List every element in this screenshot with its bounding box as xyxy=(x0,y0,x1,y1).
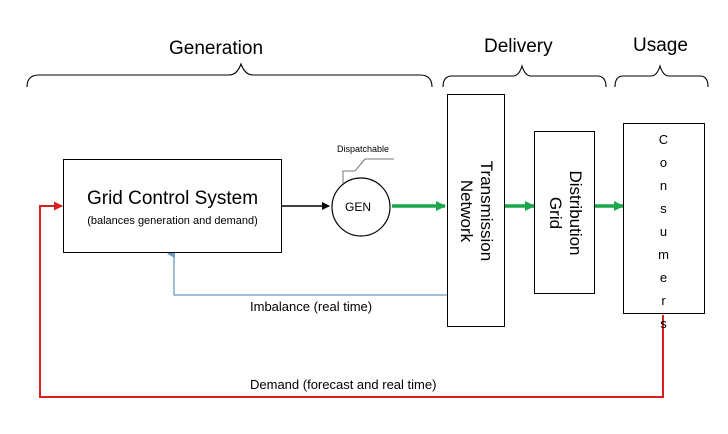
delivery-section-label: Delivery xyxy=(484,36,553,57)
consumers-box: C o n s u m e r s xyxy=(623,123,705,331)
grid-control-subtitle: (balances generation and demand) xyxy=(87,215,258,227)
distribution-line-1: Distribution xyxy=(565,169,585,256)
consumers-letter: C xyxy=(658,132,670,147)
imbalance-feedback-arrow xyxy=(167,250,447,296)
grid-control-system-box: Grid Control System (balances generation… xyxy=(63,159,282,253)
generator-circle xyxy=(331,177,391,237)
consumers-letter: s xyxy=(660,316,668,331)
consumers-letter: u xyxy=(659,224,669,239)
usage-brace xyxy=(614,64,709,88)
imbalance-label: Imbalance (real time) xyxy=(250,299,373,314)
distribution-line-2: Grid xyxy=(545,196,565,229)
transmission-network-label: Transmission Network xyxy=(456,160,496,260)
usage-section-label: Usage xyxy=(633,35,688,56)
generator-label: GEN xyxy=(345,200,372,214)
transmission-line-1: Transmission xyxy=(477,160,496,261)
consumers-letter: s xyxy=(660,201,668,216)
grid-control-title: Grid Control System xyxy=(86,188,259,209)
transmission-line-2: Network xyxy=(457,179,476,242)
consumers-letter: r xyxy=(661,293,667,308)
consumers-label: C o n s u m e r s xyxy=(624,128,704,335)
consumers-letter: e xyxy=(659,270,669,285)
consumers-letter: o xyxy=(659,155,669,170)
consumers-letter: m xyxy=(658,247,670,262)
transmission-network-box: Transmission Network xyxy=(447,94,505,327)
demand-feedback-arrow xyxy=(39,201,664,398)
distribution-grid-box: Distribution Grid xyxy=(534,131,595,294)
demand-label: Demand (forecast and real time) xyxy=(250,377,437,392)
consumers-letter: n xyxy=(659,178,669,193)
distribution-grid-label: Distribution Grid xyxy=(545,170,585,255)
generation-section-label: Generation xyxy=(169,38,264,59)
dispatchable-icon xyxy=(342,158,394,183)
delivery-brace xyxy=(442,64,607,88)
dispatchable-label: Dispatchable xyxy=(337,144,390,154)
generation-brace xyxy=(26,62,433,88)
